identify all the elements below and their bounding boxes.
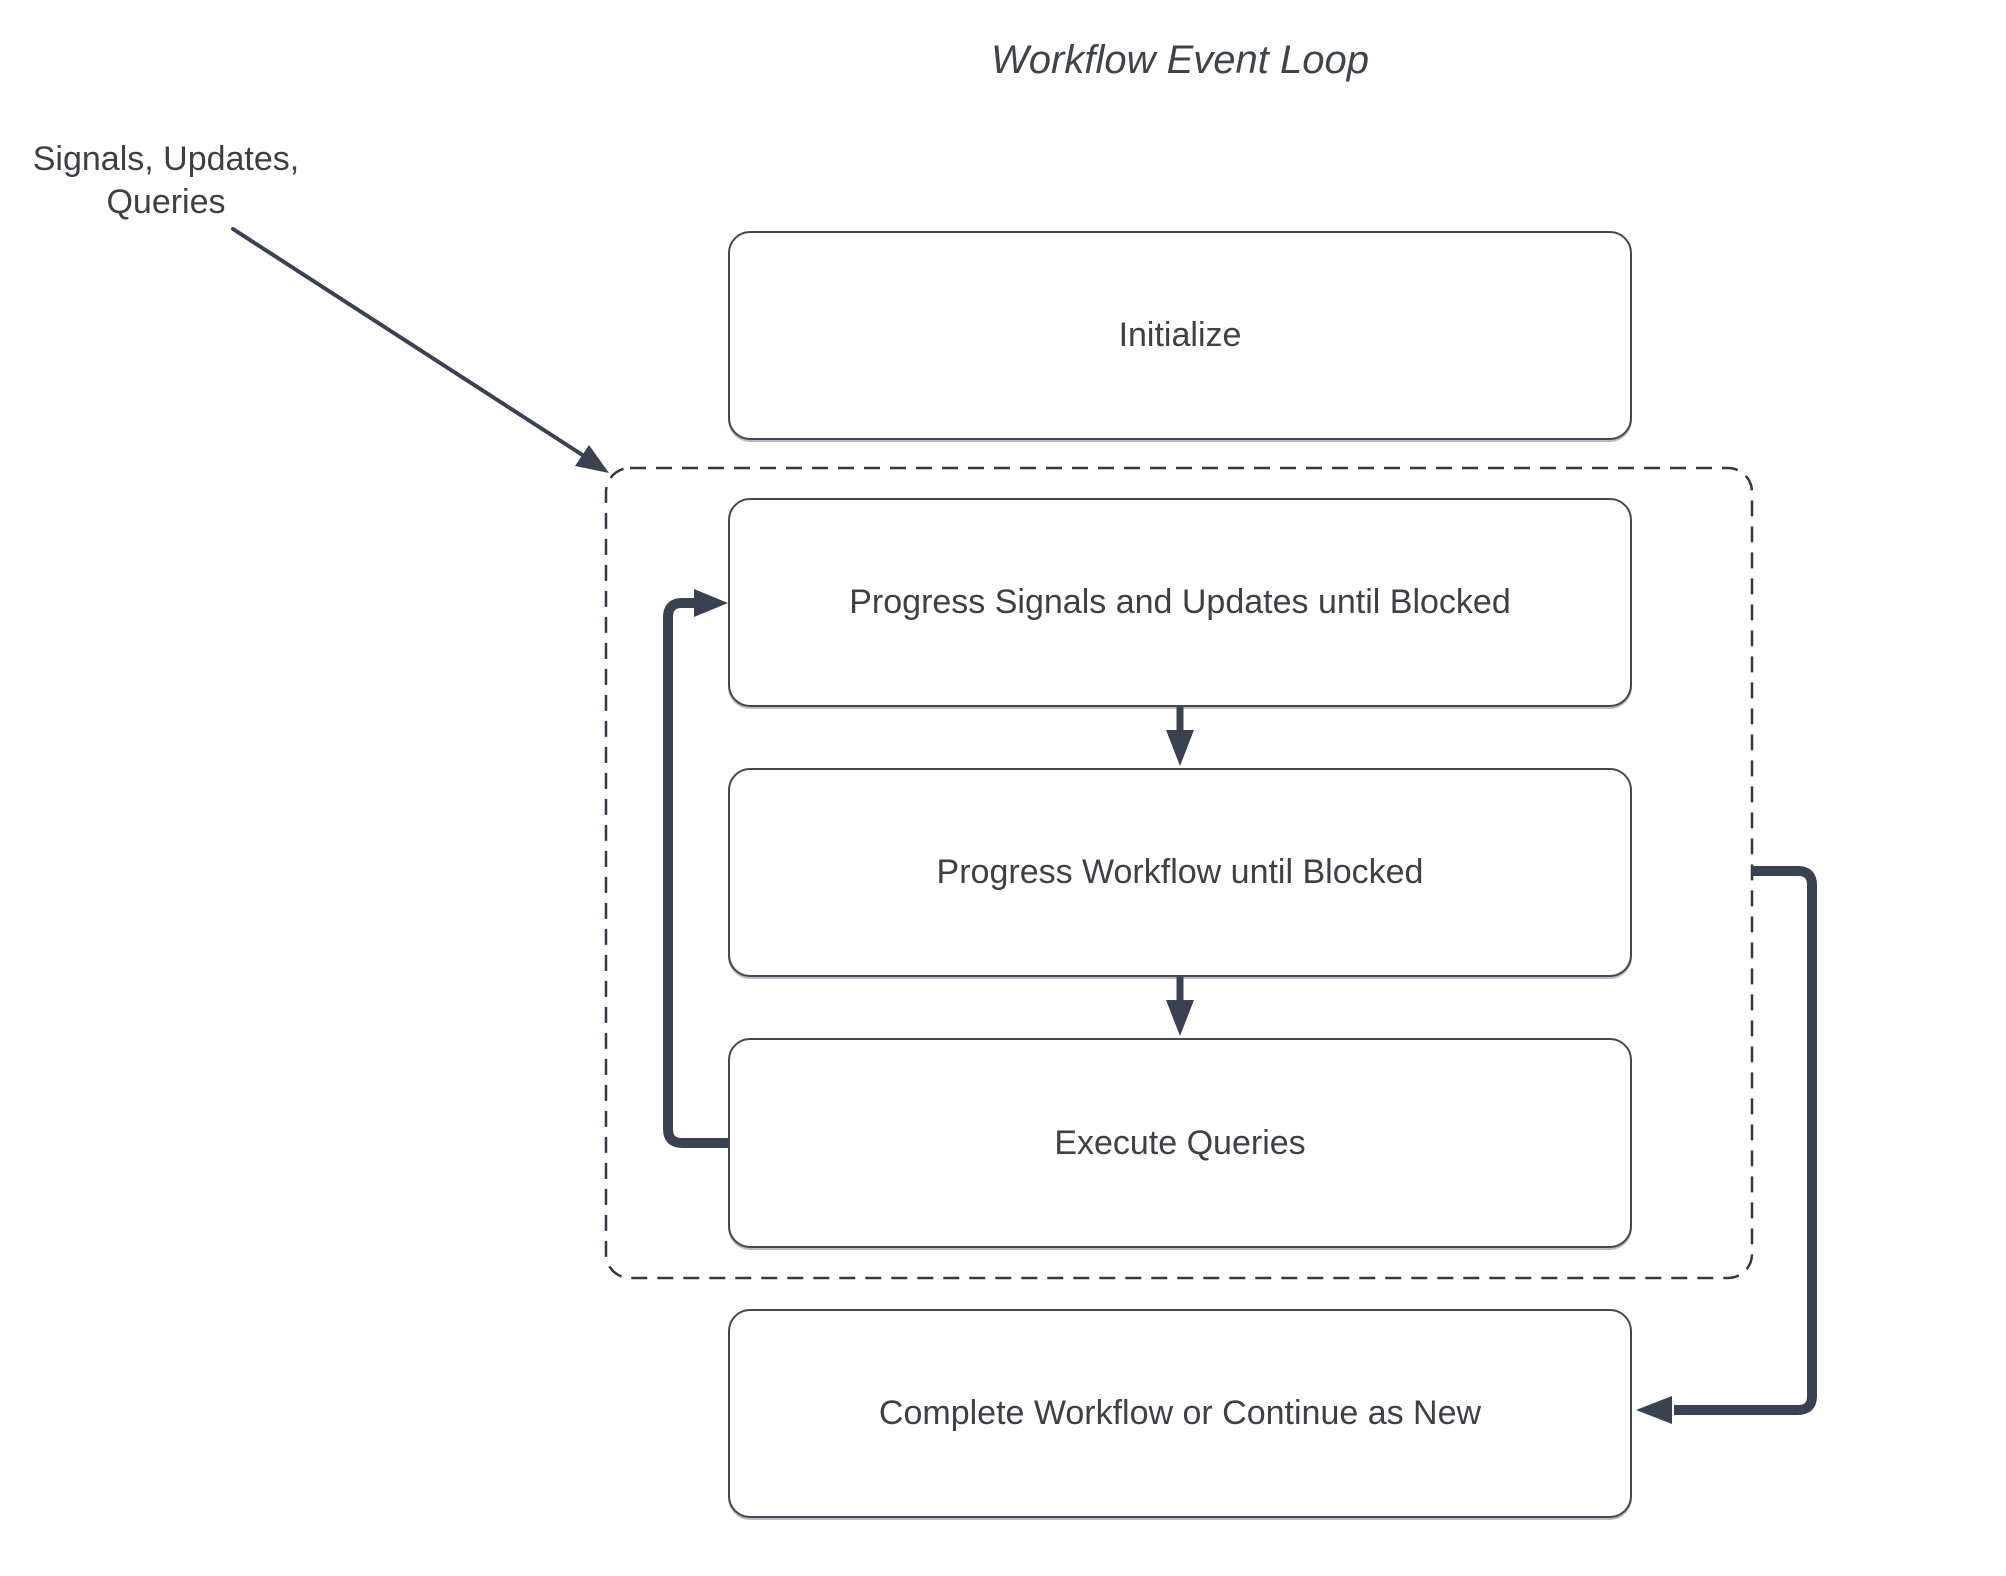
node-complete: Complete Workflow or Continue as New	[728, 1309, 1632, 1518]
node-initialize-label: Initialize	[1118, 316, 1242, 354]
diagram-title: Workflow Event Loop	[991, 38, 1369, 82]
node-complete-label: Complete Workflow or Continue as New	[878, 1394, 1482, 1432]
workflow-to-queries-arrow-head	[1166, 1000, 1194, 1036]
node-execute-queries: Execute Queries	[728, 1038, 1632, 1248]
queries-loop-back-arrow-line	[663, 598, 728, 1148]
loop-to-complete-arrow-head	[1636, 1396, 1672, 1424]
signals-input-arrow-line	[231, 227, 586, 458]
node-progress-workflow-label: Progress Workflow until Blocked	[936, 853, 1424, 891]
external-events-label: Signals, Updates, Queries	[32, 140, 300, 221]
queries-loop-back-arrow-head	[694, 589, 728, 617]
node-progress-signals-label: Progress Signals and Updates until Block…	[849, 583, 1511, 621]
node-progress-workflow: Progress Workflow until Blocked	[728, 768, 1632, 977]
node-execute-queries-label: Execute Queries	[1054, 1123, 1306, 1162]
node-progress-signals: Progress Signals and Updates until Block…	[728, 498, 1632, 707]
signals-input-arrow-head	[575, 445, 609, 473]
node-initialize: Initialize	[728, 231, 1632, 440]
signals-to-workflow-arrow-head	[1166, 730, 1194, 766]
loop-to-complete-arrow-line	[1674, 866, 1817, 1415]
